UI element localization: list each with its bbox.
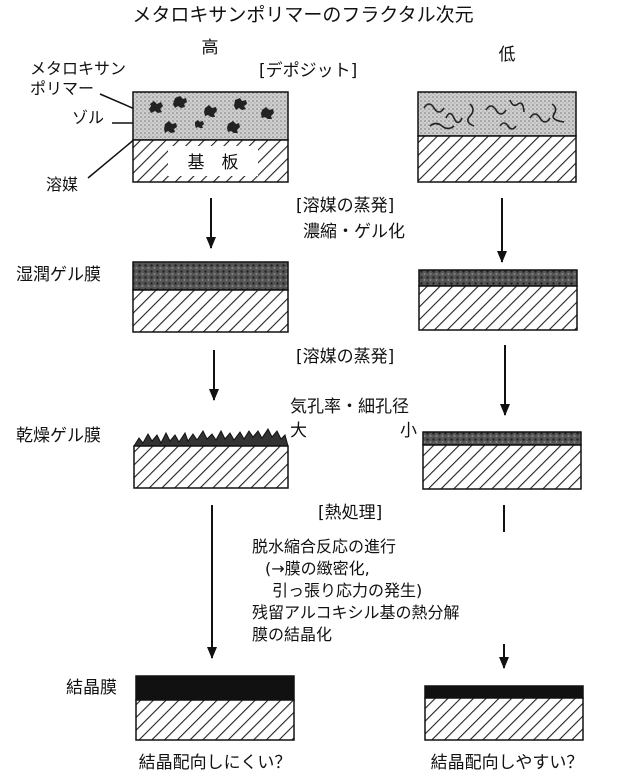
- label-solvent: 溶媒: [46, 175, 78, 194]
- label-dry-gel: 乾燥ゲル膜: [16, 426, 101, 446]
- left-substrate-4: [135, 699, 295, 741]
- stage-gelation: 濃縮・ゲル化: [303, 222, 405, 242]
- right-wet-gel-layer: [418, 269, 578, 287]
- left-substrate-2: [132, 289, 289, 333]
- right-substrate-1: [417, 135, 577, 183]
- caption-right: 結晶配向しやすい？: [431, 753, 584, 773]
- left-crystal-layer: [135, 675, 295, 701]
- right-substrate-3: [422, 444, 582, 490]
- column-low-label: 低: [499, 45, 516, 65]
- caption-left: 結晶配向しにくい？: [139, 753, 292, 773]
- linear-polymer-chains: [423, 99, 565, 130]
- stage-evaporation-1: [溶媒の蒸発]: [296, 196, 394, 216]
- label-wet-gel: 湿潤ゲル膜: [16, 265, 101, 285]
- stage-deposit: [デポジット]: [259, 60, 357, 81]
- leader-solvent: [87, 137, 137, 179]
- heat-step-5: 膜の結晶化: [252, 625, 332, 644]
- right-crystal-layer: [424, 685, 584, 699]
- heat-step-4: 残留アルコキシル基の熱分解: [252, 603, 460, 622]
- substrate-label-bg: [168, 146, 258, 176]
- stage-heat: [熱処理]: [318, 503, 382, 523]
- right-substrate-2: [418, 285, 578, 331]
- porosity-high: 大: [290, 421, 307, 441]
- left-substrate-3: [133, 445, 289, 489]
- left-wet-gel-layer: [132, 261, 289, 291]
- column-high-label: 高: [202, 38, 219, 58]
- heat-steps-bg: [246, 532, 516, 644]
- heat-step-3: 引っ張り応力の発生): [272, 581, 422, 600]
- diagram-title: メタロキサンポリマーのフラクタル次元: [132, 4, 473, 26]
- left-dry-gel-layer: [133, 428, 289, 447]
- right-dry-gel-layer: [422, 431, 582, 446]
- right-substrate-4: [424, 697, 584, 741]
- porosity-low: 小: [400, 421, 417, 441]
- right-sol-layer: [417, 91, 577, 137]
- polymer-clusters: [149, 96, 274, 133]
- heat-step-1: 脱水縮合反応の進行: [252, 537, 396, 556]
- porosity-label: 気孔率・細孔径: [290, 397, 409, 417]
- heat-step-2: (→膜の緻密化,: [265, 559, 370, 578]
- label-polymer: ポリマー: [30, 79, 94, 98]
- stage-evaporation-2: [溶媒の蒸発]: [296, 347, 394, 367]
- label-metalloxane-polymer: メタロキサン: [30, 59, 126, 78]
- label-crystal-film: 結晶膜: [66, 678, 117, 698]
- substrate-label: 基 板: [188, 153, 239, 173]
- label-sol: ゾル: [72, 108, 104, 127]
